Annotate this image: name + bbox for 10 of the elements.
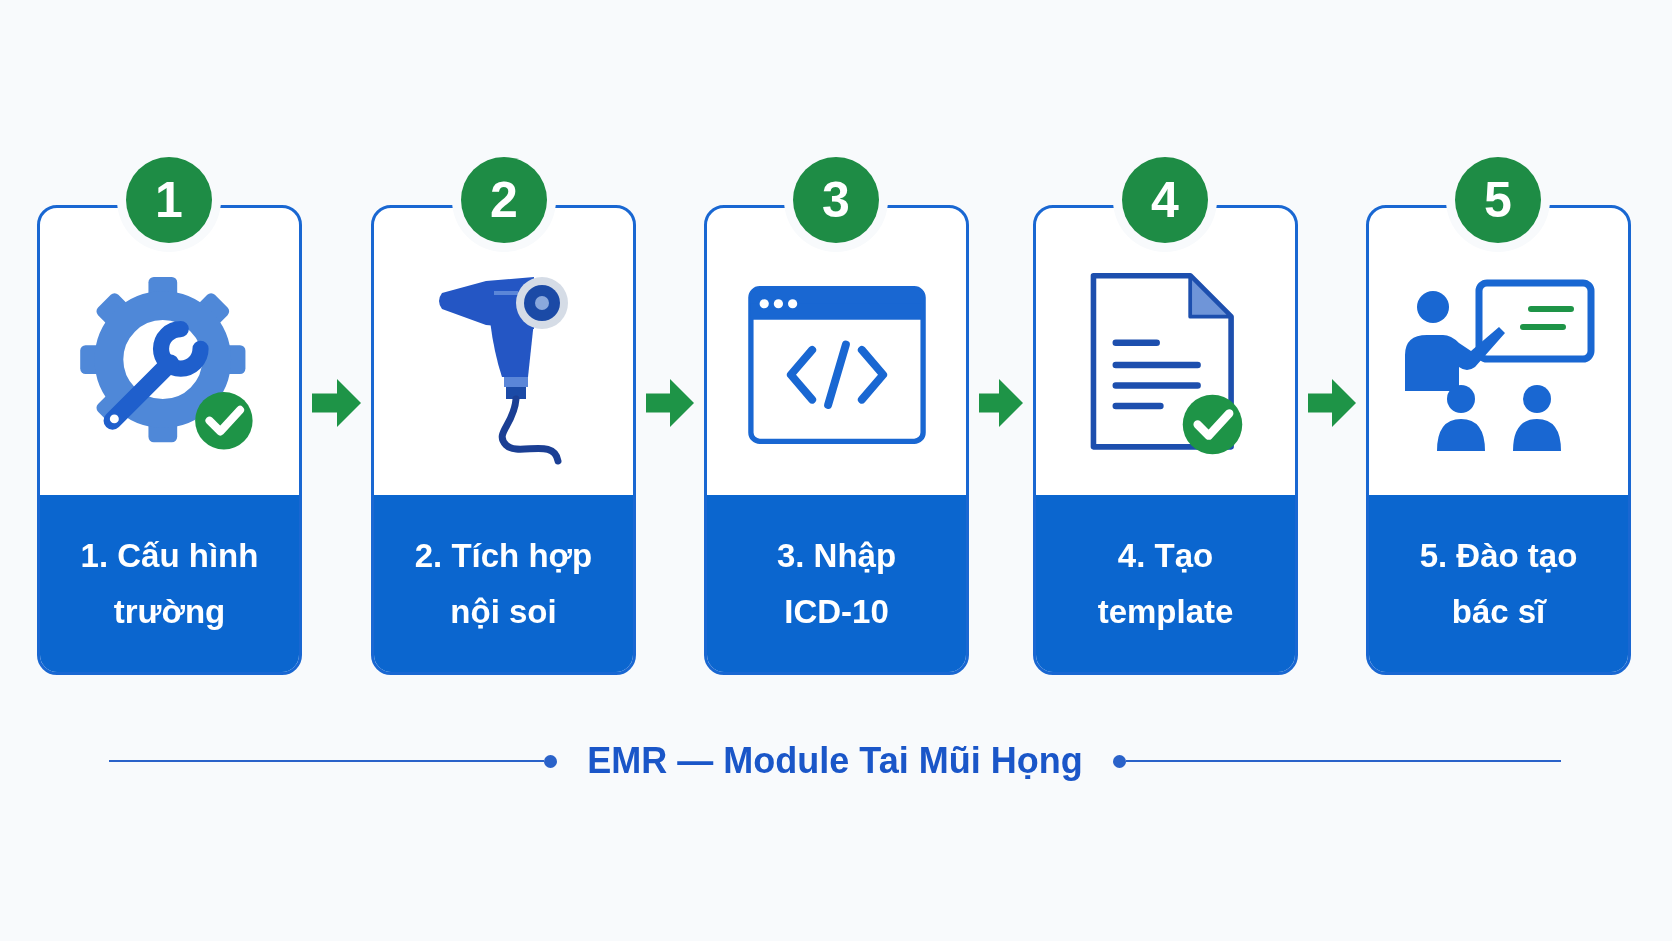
step-label: 1. Cấu hình trường xyxy=(79,535,260,632)
step-label: 5. Đào tạo bác sĩ xyxy=(1418,535,1579,632)
step-label: 4. Tạo template xyxy=(1096,535,1235,632)
arrow xyxy=(646,379,694,427)
step-label: 3. Nhập ICD-10 xyxy=(775,535,898,632)
caption: EMR — Module Tai Mũi Họng xyxy=(587,739,1083,783)
arrow xyxy=(312,379,361,427)
arrow xyxy=(1308,379,1356,427)
arrow xyxy=(979,379,1023,427)
step-label: 2. Tích hợp nội soi xyxy=(413,535,594,632)
